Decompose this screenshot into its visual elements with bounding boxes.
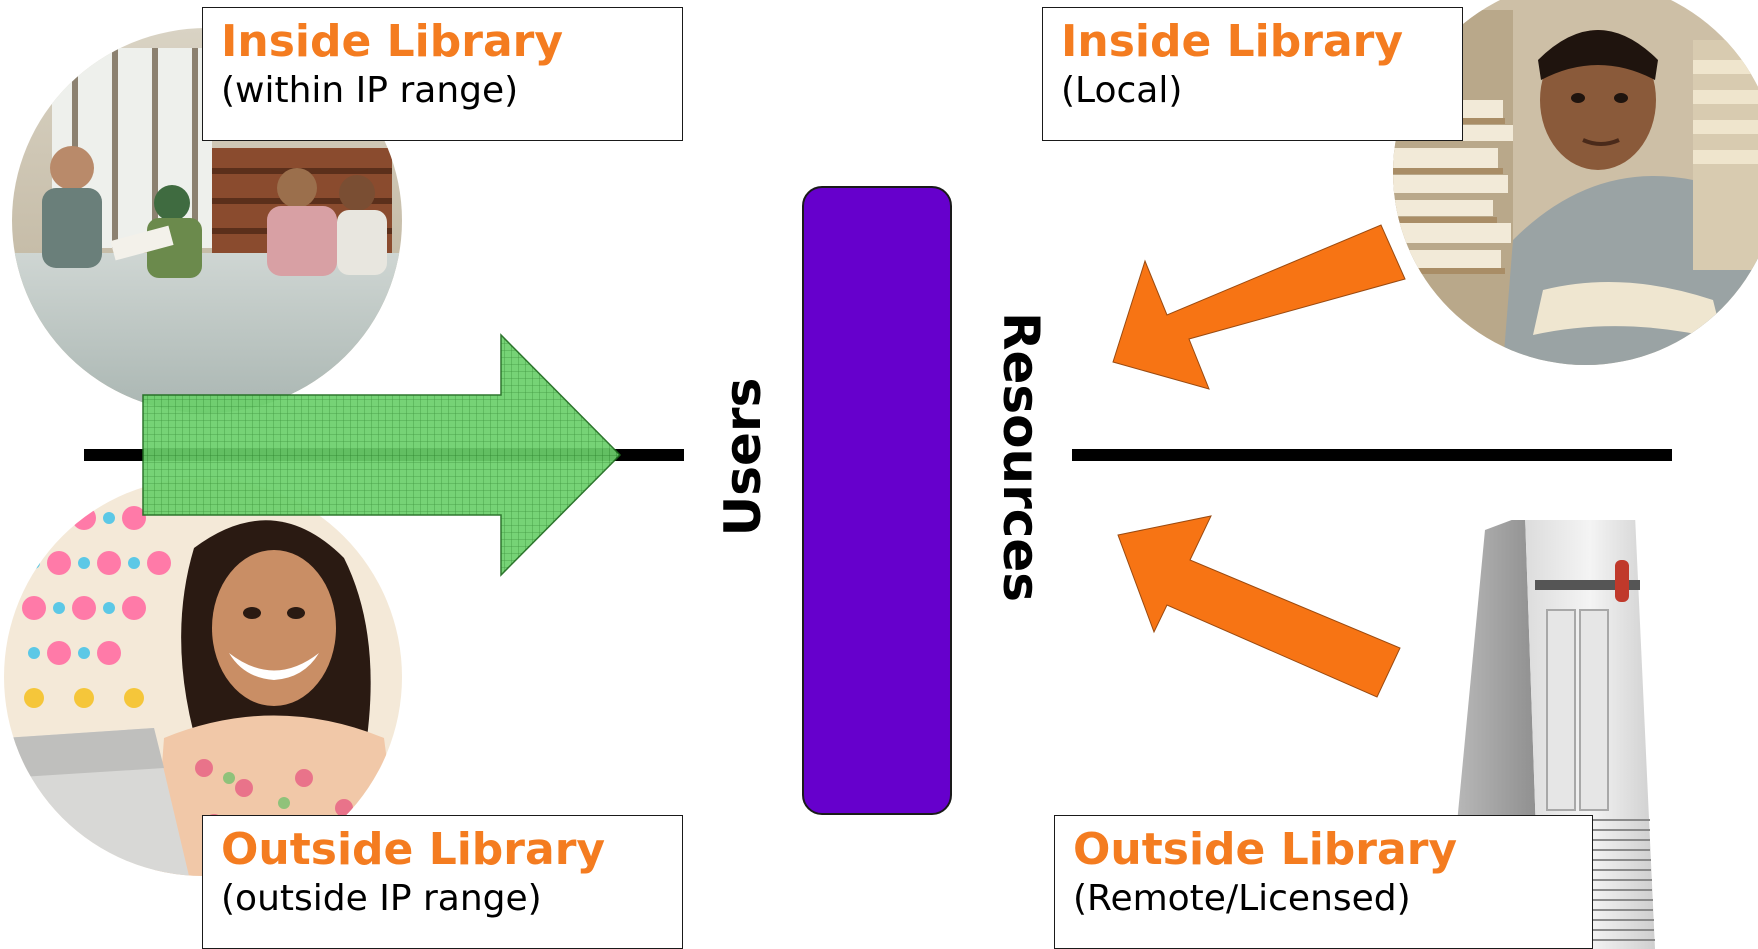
woman-with-laptop-photo [4,478,402,876]
resources-inside-title: Inside Library [1061,16,1404,67]
users-inside-subtitle: (within IP range) [221,70,519,111]
resources-inside-subtitle: (Local) [1061,70,1183,111]
users-outside-subtitle: (outside IP range) [221,878,542,919]
resources-inside-library-box: Inside Library (Local) [1042,7,1463,141]
users-outside-library-box: Outside Library (outside IP range) [202,815,683,949]
users-outside-title: Outside Library [221,824,606,875]
remote-resource-orange-arrow [1117,515,1401,698]
users-inside-title: Inside Library [221,16,564,67]
resources-axis-line [1072,449,1672,461]
resources-outside-title: Outside Library [1073,824,1458,875]
resources-label: Resources [992,311,1050,603]
local-resource-orange-arrow [1112,224,1406,390]
resources-outside-library-box: Outside Library (Remote/Licensed) [1054,815,1593,949]
users-inside-library-box: Inside Library (within IP range) [202,7,683,141]
resources-outside-subtitle: (Remote/Licensed) [1073,878,1411,919]
users-label: Users [714,377,772,537]
access-gateway-bar [802,186,952,815]
users-green-arrow [142,333,622,577]
